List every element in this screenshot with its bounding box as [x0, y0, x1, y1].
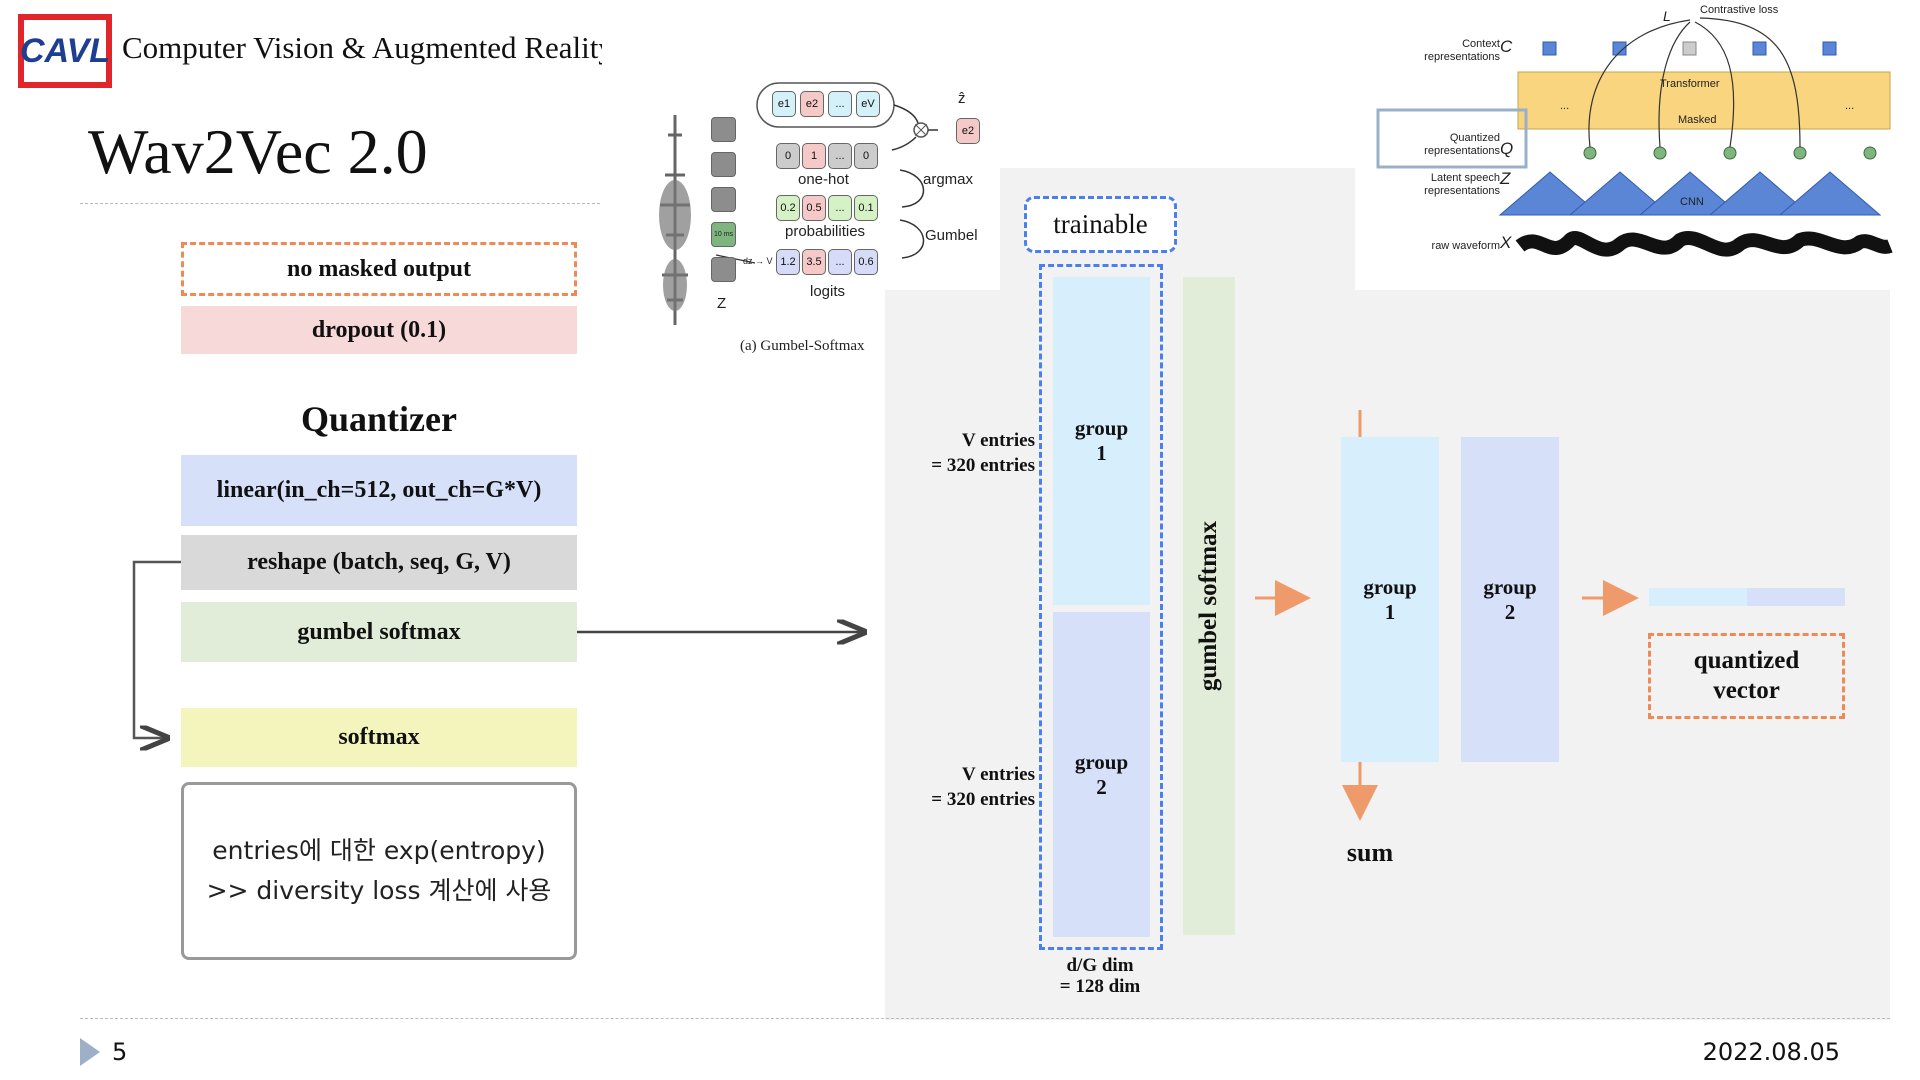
logit-cell: 0.6 [854, 249, 878, 275]
argmax-label: argmax [923, 171, 974, 188]
prob-cell: ... [828, 195, 852, 221]
gumbel-softmax-bar: gumbel softmax [1183, 277, 1235, 935]
codebook-group-1: group 1 [1053, 277, 1150, 605]
e-cell: eV [856, 91, 880, 117]
ellipsis-left: ... [1560, 100, 1570, 112]
quantized-label: Quantized representations [1424, 132, 1500, 157]
frame-square [711, 257, 736, 282]
e-cell: e2 [800, 91, 824, 117]
architecture-drawing [1376, 17, 1893, 257]
quantized-vector-label: quantized vector [1648, 633, 1845, 719]
frame-10ms: 10 ms [711, 222, 736, 247]
reshape-box: reshape (batch, seq, G, V) [181, 535, 577, 590]
onehot-cell: 0 [776, 143, 800, 169]
loss-symbol: L [1663, 8, 1671, 24]
gumbel-label: Gumbel [925, 227, 978, 244]
softmax-box: softmax [181, 708, 577, 767]
prob-cell: 0.2 [776, 195, 800, 221]
sum-label: sum [1346, 838, 1394, 867]
onehot-cell: ... [828, 143, 852, 169]
gumbel-softmax-vertical-label: gumbel softmax [1195, 520, 1223, 692]
contrastive-loss-label: Contrastive loss [1700, 4, 1779, 16]
gumbel-caption: (a) Gumbel-Softmax [740, 338, 865, 354]
logit-cell: ... [828, 249, 852, 275]
e-cell: ... [828, 91, 852, 117]
e-out-cell: e2 [956, 118, 980, 144]
context-label: Context representations [1424, 38, 1500, 63]
entries-label-1: V entries = 320 entries [931, 430, 1035, 476]
dropout-box: dropout (0.1) [181, 306, 577, 354]
entries-label-2: V entries = 320 entries [931, 764, 1035, 810]
slide-title: Wav2Vec 2.0 [88, 116, 428, 187]
wav2vec-architecture-figure: Contrastive loss L Context representatio… [1360, 0, 1900, 290]
masked-label: Masked [1678, 114, 1717, 126]
frame-square [711, 117, 736, 142]
prob-cell: 0.5 [802, 195, 826, 221]
entropy-note: entries에 대한 exp(entropy) >> diversity lo… [181, 782, 577, 960]
lab-logo: CAVL [18, 14, 112, 88]
frame-square [711, 152, 736, 177]
quantized-symbol: Q [1500, 139, 1514, 158]
latent-symbol: Z [1500, 169, 1511, 188]
page-number: 5 [112, 1038, 128, 1066]
dz-label: dz → V [743, 256, 773, 266]
z-label: Z [717, 295, 727, 312]
note-line-1: entries에 대한 exp(entropy) [212, 836, 546, 865]
no-masked-output-box: no masked output [181, 242, 577, 296]
probabilities-label: probabilities [785, 223, 866, 240]
raw-symbol: X [1500, 233, 1512, 252]
selected-group-2: group 2 [1461, 437, 1559, 762]
logit-cell: 3.5 [802, 249, 826, 275]
frame-square [711, 187, 736, 212]
e-cell: e1 [772, 91, 796, 117]
raw-waveform-label: raw waveform [1431, 240, 1500, 252]
codebook-group-2: group 2 [1053, 612, 1150, 937]
onehot-label: one-hot [798, 171, 849, 188]
context-symbol: C [1500, 37, 1513, 56]
latent-label: Latent speech representations [1424, 172, 1500, 197]
ellipsis-right: ... [1845, 100, 1855, 112]
linear-box: linear(in_ch=512, out_ch=G*V) [181, 455, 577, 526]
trainable-label: trainable [1024, 196, 1177, 253]
logo-text: CAVL [19, 31, 111, 70]
note-line-2: >> diversity loss 계산에 사용 [206, 876, 552, 905]
quantized-vector-part-2 [1747, 588, 1845, 606]
transformer-label: Transformer [1660, 78, 1720, 90]
cnn-label: CNN [1680, 196, 1704, 208]
trainable-codebook-frame [1039, 264, 1163, 950]
prob-cell: 0.1 [854, 195, 878, 221]
dim-label: d/G dim = 128 dim [1059, 955, 1141, 997]
lab-name: Computer Vision & Augmented Reality Lab [122, 30, 602, 65]
quantized-vector-part-1 [1649, 588, 1747, 606]
gumbel-softmax-box: gumbel softmax [181, 602, 577, 662]
title-divider [80, 203, 600, 204]
logits-label: logits [810, 283, 846, 300]
slide-date: 2022.08.05 [1702, 1038, 1840, 1066]
quantizer-heading: Quantizer [301, 399, 457, 439]
logit-cell: 1.2 [776, 249, 800, 275]
page-marker-icon [80, 1038, 100, 1066]
reshape-to-softmax-arrow [132, 560, 181, 738]
footer-divider [80, 1018, 1890, 1019]
onehot-cell: 1 [802, 143, 826, 169]
z-hat-label: ẑ [958, 90, 966, 107]
gumbel-softmax-figure: 10 ms Z dz → V e1 e2 ... eV ẑ e2 0 1 ...… [640, 75, 1000, 375]
selected-group-1: group 1 [1341, 437, 1439, 762]
onehot-cell: 0 [854, 143, 878, 169]
